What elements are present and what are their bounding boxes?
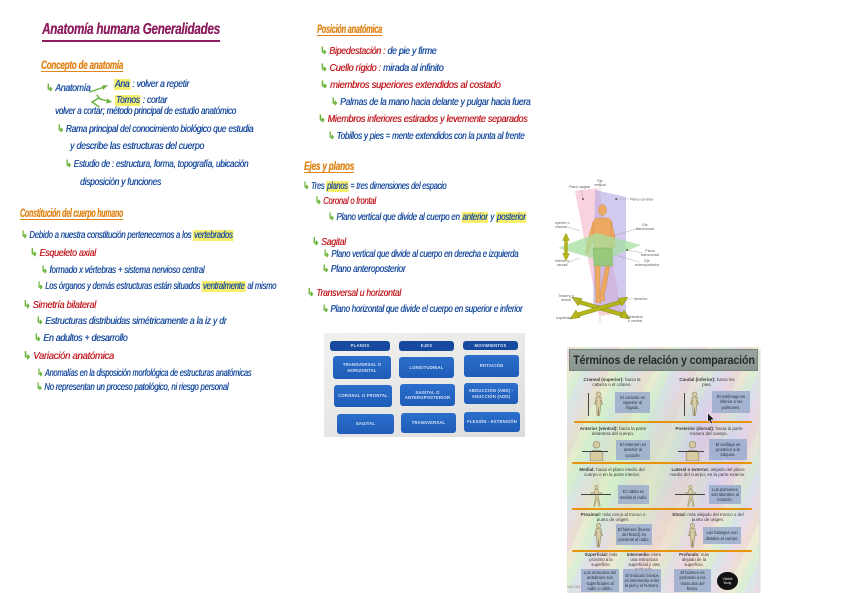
svg-text:Trasero o: Trasero o [558,294,574,298]
svg-text:Eje: Eje [644,259,649,263]
svg-text:Eje: Eje [642,223,647,227]
svg-text:Plano sagital: Plano sagital [569,185,590,189]
svg-text:Plano: Plano [645,249,654,253]
svg-text:derecho: derecho [634,297,647,301]
svg-text:transversal: transversal [636,227,654,231]
svg-text:Delantero: Delantero [627,315,643,319]
svg-text:Eje: Eje [597,179,602,183]
svg-text:transversal: transversal [641,253,659,257]
svg-text:dorsal: dorsal [561,298,571,302]
svg-text:Izquierda: Izquierda [556,316,572,320]
svg-text:craneal: craneal [555,225,567,229]
svg-text:caudal: caudal [557,263,568,267]
svg-text:anteroposterior: anteroposterior [635,263,661,267]
svg-text:Superior o: Superior o [555,221,570,225]
svg-text:Inferior o: Inferior o [555,259,569,263]
svg-text:Plano coronal: Plano coronal [630,198,653,202]
svg-text:o ventral: o ventral [628,319,642,323]
svg-text:vertical: vertical [594,183,606,187]
